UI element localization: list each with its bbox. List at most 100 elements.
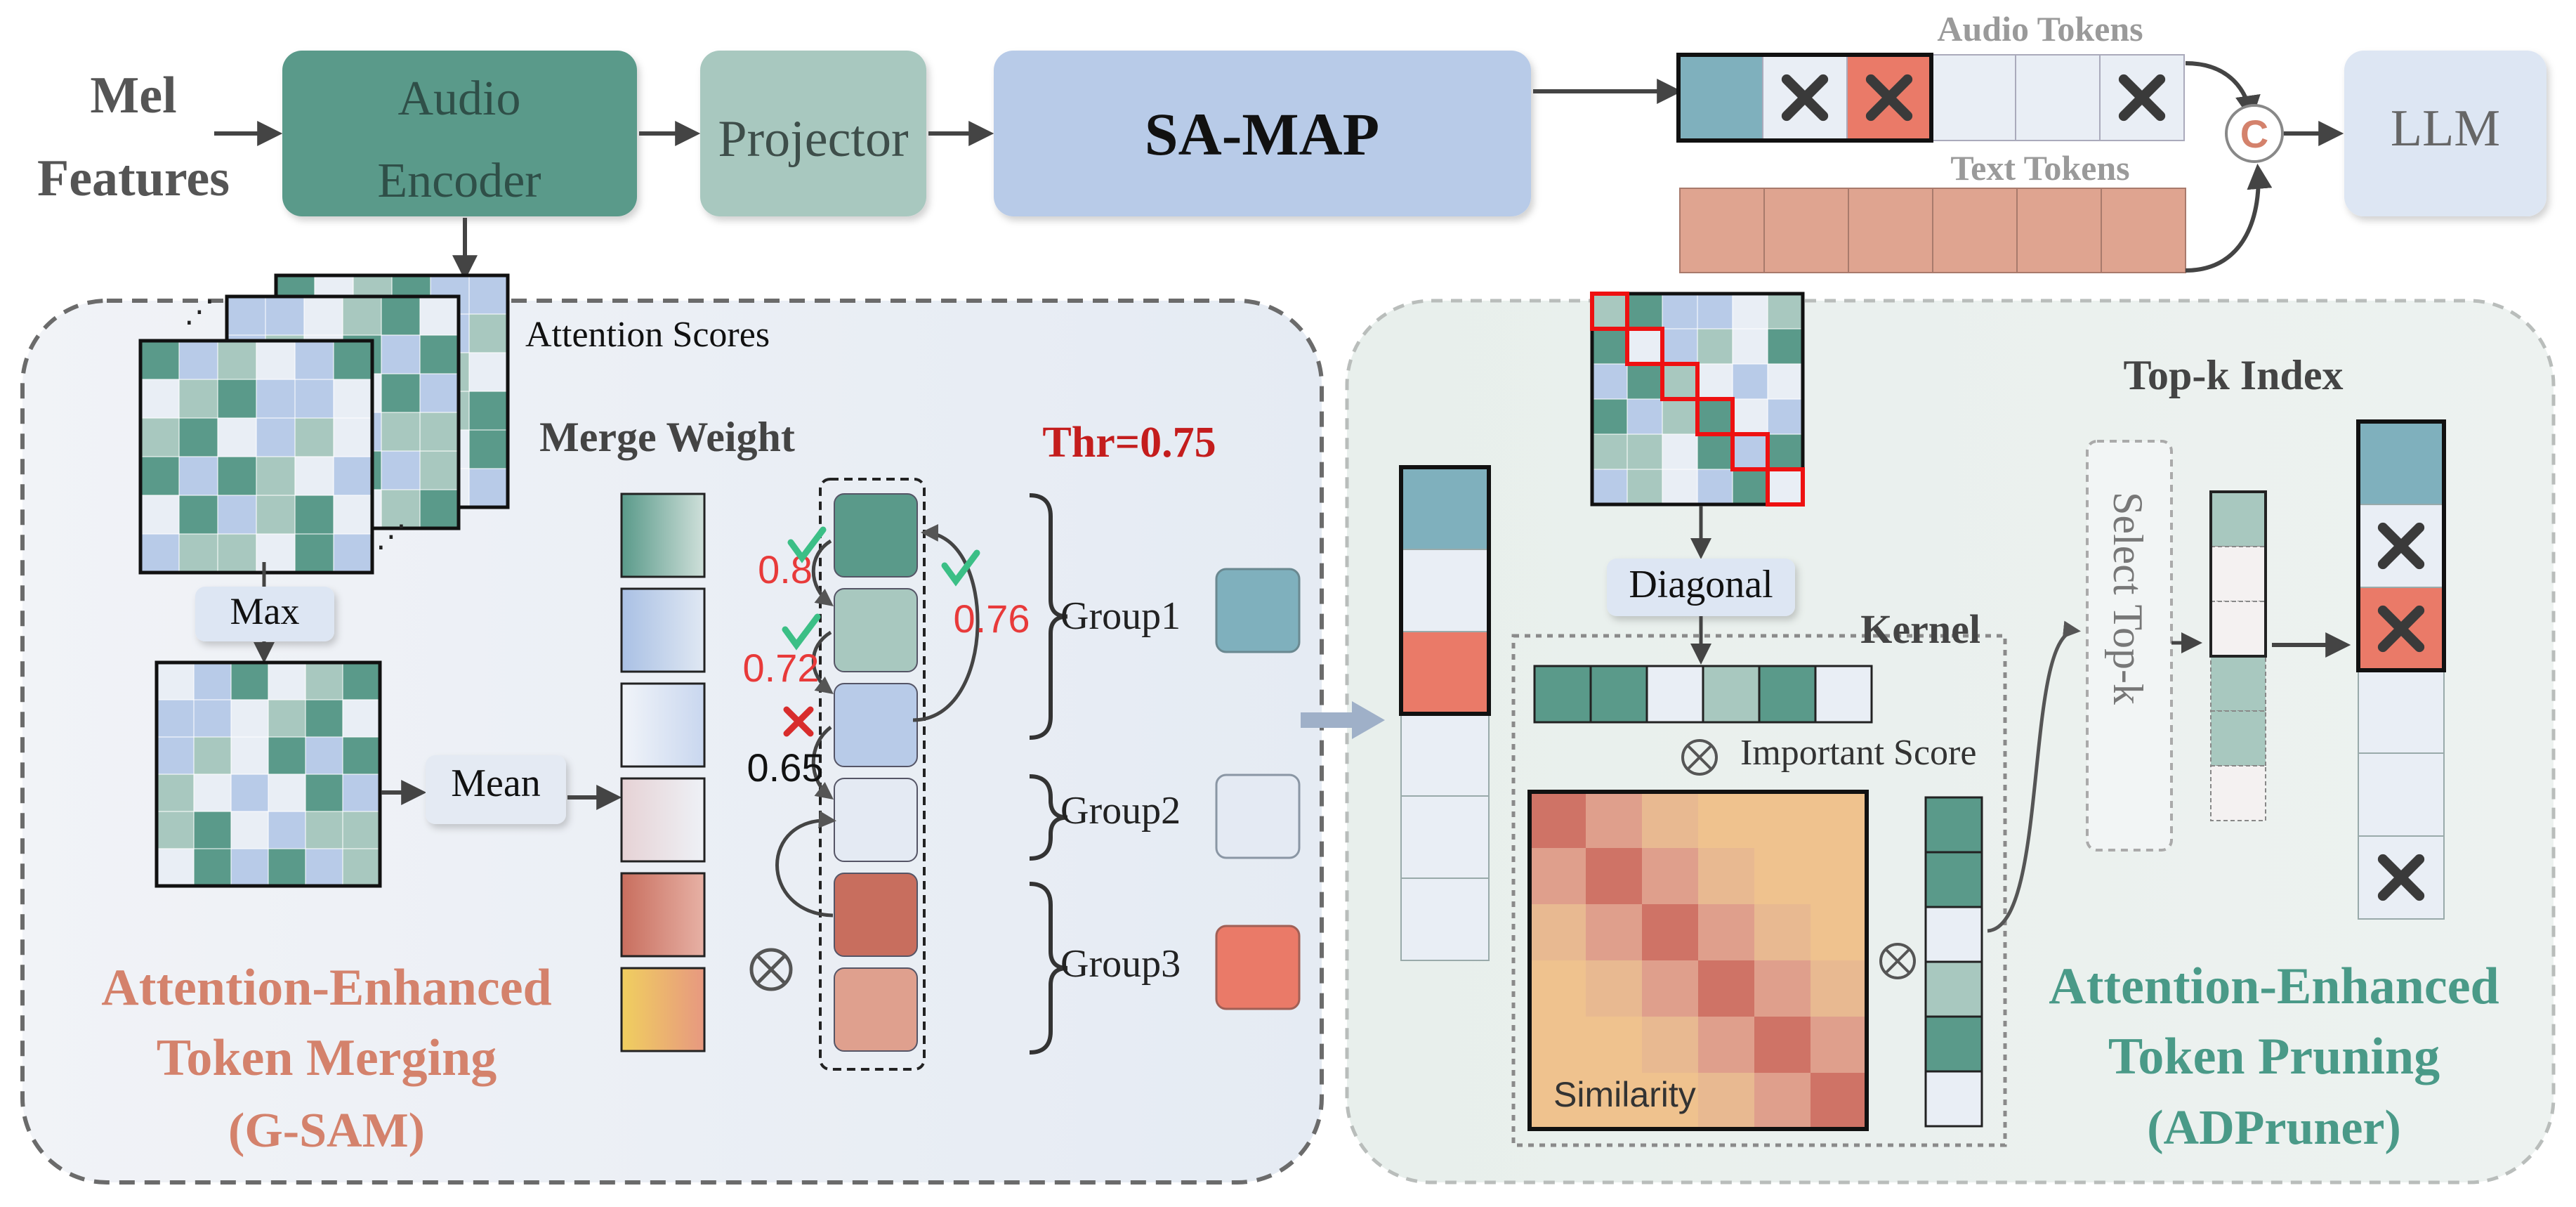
group-brace xyxy=(1029,774,1068,861)
similarity-cell xyxy=(1586,848,1642,904)
pruned-token-column xyxy=(2356,419,2446,920)
importance-cell xyxy=(1924,906,1983,963)
concat-symbol: C xyxy=(2240,112,2268,156)
matrix-cell xyxy=(419,450,459,490)
index-cell xyxy=(2210,601,2266,657)
matrix-cell xyxy=(178,379,218,419)
matrix-cell xyxy=(193,736,232,775)
threshold-label: Thr=0.75 xyxy=(1042,419,1216,467)
matrix-cell xyxy=(381,412,421,452)
token-cell xyxy=(834,493,918,578)
group-1-swatch xyxy=(1215,568,1301,653)
matrix-cell xyxy=(303,296,343,336)
similarity-cell xyxy=(1586,904,1642,960)
kernel-cell xyxy=(1589,665,1648,724)
mean-label: Mean xyxy=(451,762,541,805)
matrix-cell xyxy=(381,373,421,413)
x-mark-icon xyxy=(2377,522,2425,570)
adpruner-title-2: Token Pruning xyxy=(2108,1028,2440,1085)
attention-score-stack xyxy=(138,273,510,575)
merge-weight-cell xyxy=(620,587,706,673)
similarity-cell xyxy=(1698,904,1754,960)
matrix-cell xyxy=(1697,363,1733,400)
matrix-cell xyxy=(342,811,381,849)
x-mark-icon xyxy=(2377,854,2425,901)
matrix-cell xyxy=(268,774,306,812)
matrix-cell xyxy=(419,334,459,374)
llm-box xyxy=(2344,51,2547,216)
matrix-cell xyxy=(1662,398,1698,435)
matrix-cell xyxy=(217,417,257,457)
merge-weight-cell xyxy=(620,777,706,863)
matrix-cell xyxy=(1767,363,1803,400)
similarity-cell xyxy=(1811,792,1867,848)
x-mark-icon xyxy=(2377,605,2425,653)
similarity-cell xyxy=(1811,1073,1867,1129)
matrix-cell xyxy=(342,662,381,700)
group-2-swatch xyxy=(1215,774,1301,859)
matrix-cell xyxy=(419,412,459,452)
similarity-cell xyxy=(1586,1017,1642,1073)
matrix-cell xyxy=(178,417,218,457)
matrix-cell xyxy=(226,296,266,336)
matrix-cell xyxy=(217,456,257,496)
matrix-cell xyxy=(140,379,180,419)
score-1: 0.72 xyxy=(743,646,820,690)
audio-token xyxy=(1931,54,2016,141)
matrix-cell xyxy=(419,489,459,529)
similarity-cell xyxy=(1811,960,1867,1017)
kernel-cell xyxy=(1702,665,1761,724)
matrix-cell xyxy=(1697,293,1733,330)
similarity-cell xyxy=(1754,1073,1811,1129)
matrix-cell xyxy=(217,533,257,573)
token-cell xyxy=(834,588,918,672)
otimes-icon xyxy=(1681,739,1718,776)
matrix-cell xyxy=(1662,293,1698,330)
pruned-token xyxy=(2358,421,2445,505)
text-tokens-label: Text Tokens xyxy=(1950,148,2129,188)
similarity-cell xyxy=(1642,1017,1698,1073)
ellipsis-bottom: ⋰ xyxy=(376,519,407,554)
max-box xyxy=(195,587,334,641)
matrix-cell xyxy=(342,296,382,336)
diagonal-highlight xyxy=(1766,467,1805,507)
audio-token xyxy=(1678,54,1763,141)
matrix-cell xyxy=(140,417,180,457)
matrix-cell xyxy=(256,340,296,380)
similarity-cell xyxy=(1642,1073,1698,1129)
matrix-cell xyxy=(1591,398,1628,435)
similarity-cell xyxy=(1530,960,1586,1017)
llm-label: LLM xyxy=(2391,100,2500,157)
matrix-cell xyxy=(230,811,269,849)
index-cell xyxy=(2210,765,2266,821)
merge-weight-cell xyxy=(620,492,706,578)
matrix-cell xyxy=(333,533,373,573)
matrix-cell xyxy=(1627,398,1663,435)
importance-cell xyxy=(1924,1015,1983,1073)
matrix-cell xyxy=(468,391,508,431)
matrix-cell xyxy=(381,334,421,374)
similarity-label: Similarity xyxy=(1553,1075,1696,1114)
matrix-cell xyxy=(305,848,343,887)
attention-scores-label: Attention Scores xyxy=(525,315,770,355)
matrix-cell xyxy=(1591,433,1628,470)
matrix-cell xyxy=(256,533,296,573)
matrix-cell xyxy=(156,811,195,849)
matrix-cell xyxy=(156,774,195,812)
importance-cell xyxy=(1924,960,1983,1018)
samap-box xyxy=(994,51,1531,216)
group-brace xyxy=(1029,493,1068,740)
matrix-cell xyxy=(294,340,334,380)
matrix-cell xyxy=(294,533,334,573)
matrix-cell xyxy=(156,699,195,738)
similarity-cell xyxy=(1530,792,1586,848)
diagonal-label: Diagonal xyxy=(1629,563,1773,606)
audio-encoder-box xyxy=(282,51,637,216)
similarity-cell xyxy=(1642,960,1698,1017)
similarity-cell xyxy=(1698,848,1754,904)
concat-icon xyxy=(2225,104,2284,163)
audio-encoder-label-1: Audio xyxy=(398,72,521,126)
similarity-cell xyxy=(1642,904,1698,960)
matrix-cell xyxy=(305,736,343,775)
